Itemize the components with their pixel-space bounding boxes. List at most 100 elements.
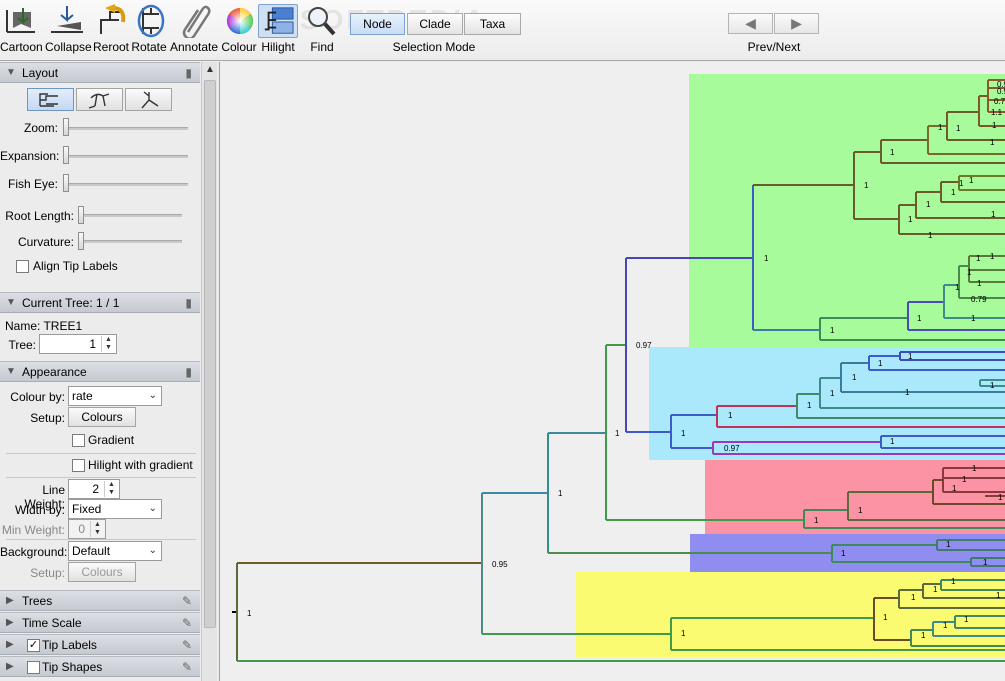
setup-label: Setup: [30, 411, 65, 425]
annotate-tool[interactable]: Annotate [170, 4, 218, 58]
hilight-clade-cyan[interactable] [649, 347, 1005, 460]
find-tool[interactable]: Find [302, 4, 342, 58]
collapsed-triangle-icon: ▶ [6, 639, 14, 650]
collapse-tool[interactable]: Collapse [45, 4, 92, 58]
curvature-slider-track[interactable] [79, 240, 182, 243]
align-tip-labels-checkbox[interactable] [16, 260, 29, 273]
appearance-section-header[interactable]: ▼ Appearance ▮ [0, 361, 200, 382]
tip-labels-title: Tip Labels [42, 638, 97, 652]
line-weight-value: 2 [92, 482, 99, 496]
pin-icon[interactable]: ▮ [185, 66, 192, 80]
svg-text:1: 1 [911, 593, 916, 602]
clade-mode-button[interactable]: Clade [407, 13, 463, 35]
scroll-up-icon[interactable]: ▲ [205, 64, 215, 75]
current-tree-section-header[interactable]: ▼ Current Tree: 1 / 1 ▮ [0, 292, 200, 313]
radial-layout-button[interactable] [125, 88, 172, 111]
colour-tool[interactable]: Colour [220, 4, 258, 58]
tree-spinner[interactable]: 1 ▲▼ [39, 334, 117, 354]
root-length-slider-knob[interactable] [78, 206, 84, 224]
line-weight-label: Line Weight: [24, 483, 65, 511]
fisheye-label: Fish Eye: [7, 177, 58, 191]
annotate-label: Annotate [170, 40, 219, 54]
width-by-value: Fixed [72, 502, 102, 516]
time-scale-section-header[interactable]: ▶ Time Scale ✎ [0, 612, 200, 633]
node-mode-button[interactable]: Node [350, 13, 405, 35]
pin-icon[interactable]: ▮ [185, 296, 192, 310]
gradient-checkbox[interactable] [72, 434, 85, 447]
svg-text:1: 1 [830, 389, 835, 398]
tree-spinner-value: 1 [89, 337, 96, 351]
support-label: 0.97 [724, 444, 740, 453]
hilight-gradient-checkbox[interactable] [72, 459, 85, 472]
tree-name: Name: TREE1 [5, 319, 83, 333]
zoom-slider-knob[interactable] [63, 118, 69, 136]
colour-label: Colour [221, 40, 257, 54]
layout-section-header[interactable]: ▼ Layout ▮ [0, 62, 200, 83]
tip-shapes-section-header[interactable]: ▶ Tip Shapes ✎ [0, 656, 200, 677]
setup2-label: Setup: [30, 566, 65, 580]
curvature-slider-knob[interactable] [78, 232, 84, 250]
prev-next-label: Prev/Next [747, 40, 801, 54]
hilight-clade-yellow[interactable] [576, 572, 1005, 658]
current-tree-title: Current Tree: 1 / 1 [22, 296, 120, 310]
time-scale-title: Time Scale [22, 616, 82, 630]
fisheye-slider-knob[interactable] [63, 174, 69, 192]
expansion-slider-track[interactable] [64, 155, 188, 158]
zoom-slider-track[interactable] [64, 127, 188, 130]
rotate-tool[interactable]: Rotate [131, 4, 167, 58]
svg-text:1: 1 [943, 621, 948, 630]
cartoon-tool[interactable]: Cartoon [0, 4, 43, 58]
rectangular-layout-button[interactable] [27, 88, 74, 111]
colours-button-disabled[interactable]: Colours [68, 562, 136, 582]
next-button[interactable]: ▶ [774, 13, 819, 34]
line-weight-spinner[interactable]: 2 ▲▼ [68, 479, 120, 499]
svg-text:1: 1 [933, 585, 938, 594]
panel-scrollbar[interactable]: ▲ [201, 62, 217, 681]
colour-by-label: Colour by: [10, 390, 65, 404]
svg-text:1: 1 [990, 252, 995, 261]
background-select[interactable]: Default ⌄ [68, 541, 162, 561]
svg-text:0.7: 0.7 [994, 97, 1005, 106]
fisheye-slider-track[interactable] [64, 183, 188, 186]
gradient-label: Gradient [88, 433, 135, 447]
pin-icon[interactable]: ▮ [185, 365, 192, 379]
support-label: 1 [864, 181, 869, 190]
pin-icon[interactable]: ✎ [181, 638, 192, 652]
scrollbar-thumb[interactable] [204, 80, 216, 628]
hilight-clade-pink[interactable] [705, 460, 1005, 534]
support-label: 0.79 [971, 295, 987, 304]
trees-section-header[interactable]: ▶ Trees ✎ [0, 590, 200, 611]
expansion-slider-knob[interactable] [63, 146, 69, 164]
width-by-select[interactable]: Fixed ⌄ [68, 499, 162, 519]
divider [6, 453, 196, 454]
tip-labels-section-header[interactable]: ▶ ✓ Tip Labels ✎ [0, 634, 200, 655]
min-weight-label: Min Weight: [1, 523, 65, 537]
root-length-slider-track[interactable] [79, 214, 182, 217]
min-weight-spinner[interactable]: 0 ▲▼ [68, 519, 106, 539]
colour-by-select[interactable]: rate ⌄ [68, 386, 162, 406]
chevron-down-icon: ⌄ [148, 503, 157, 514]
hilight-tool[interactable]: Hilight [258, 4, 298, 58]
divider [6, 477, 196, 478]
phylogenetic-tree[interactable]: 1 0.95 1 1 0.97 1 1 1 1 0.97 0.79 111 11… [220, 62, 1005, 681]
hilight-clade-green[interactable] [689, 74, 1005, 347]
tip-labels-checkbox[interactable]: ✓ [27, 639, 40, 652]
reroot-tool[interactable]: Reroot [91, 4, 131, 58]
svg-text:1: 1 [728, 411, 733, 420]
spinner-arrows-icon[interactable]: ▲▼ [101, 336, 115, 352]
expanded-triangle-icon: ▼ [6, 366, 16, 377]
taxa-mode-button[interactable]: Taxa [464, 13, 521, 35]
tip-shapes-checkbox[interactable] [27, 661, 40, 674]
pin-icon[interactable]: ✎ [181, 660, 192, 674]
colours-button[interactable]: Colours [68, 407, 136, 427]
spinner-arrows-icon[interactable]: ▲▼ [90, 521, 104, 537]
pin-icon[interactable]: ✎ [181, 594, 192, 608]
pin-icon[interactable]: ✎ [181, 616, 192, 630]
collapsed-triangle-icon: ▶ [6, 661, 14, 672]
svg-text:1: 1 [890, 437, 895, 446]
prev-button[interactable]: ◀ [728, 13, 773, 34]
polar-layout-button[interactable] [76, 88, 123, 111]
collapse-label: Collapse [45, 40, 92, 54]
spinner-arrows-icon[interactable]: ▲▼ [104, 481, 118, 497]
